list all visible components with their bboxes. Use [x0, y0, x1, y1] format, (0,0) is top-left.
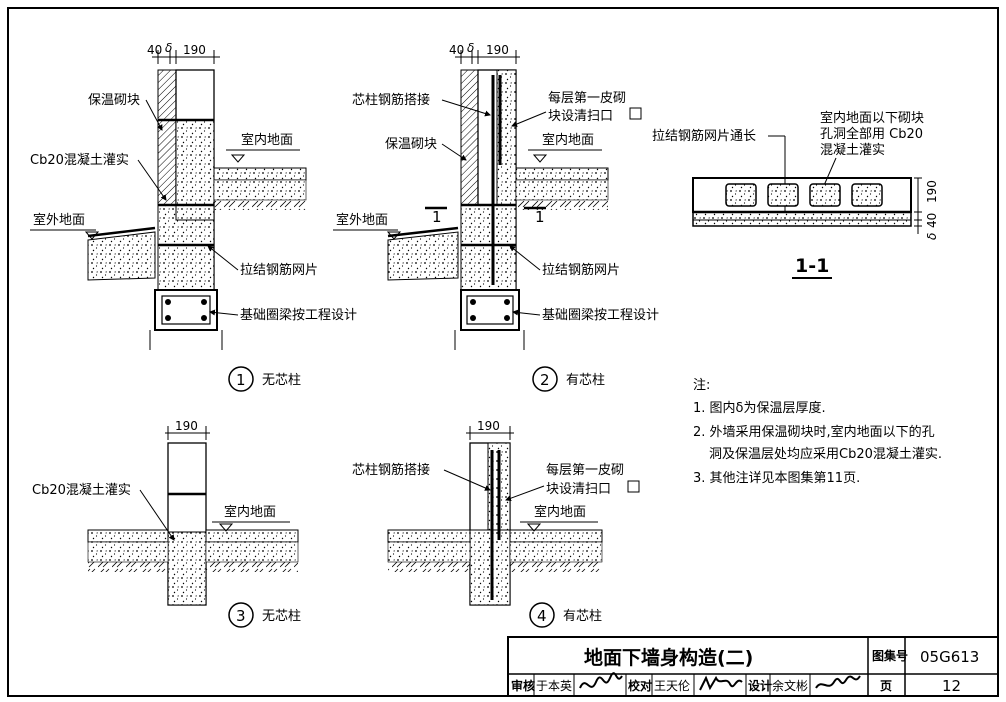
detail-1: 40 δ 190 保温砌块 Cb20混凝土灌实 室内地面 室外地面 — [30, 41, 357, 392]
label-below-floor-1: 室内地面以下砌块 — [820, 110, 924, 126]
checker-name: 王天伦 — [654, 678, 690, 693]
checker-signature — [699, 675, 743, 691]
label-cb20-fill: Cb20混凝土灌实 — [32, 482, 131, 498]
page-label: 页 — [880, 679, 892, 693]
label-cb20-fill: Cb20混凝土灌实 — [30, 152, 129, 168]
dim-190: 190 — [175, 419, 198, 433]
label-cleanout-2: 块设清扫口 — [546, 482, 611, 497]
label-foundation-beam: 基础圈梁按工程设计 — [542, 308, 659, 323]
page-number: 12 — [942, 677, 961, 695]
sheet-border — [7, 7, 999, 697]
dim-delta: δ — [165, 41, 172, 55]
atlas-number: 05G613 — [920, 648, 979, 666]
detail-3: 190 Cb20混凝土灌实 室内地面 3 无芯柱 — [32, 419, 301, 628]
label-below-floor-2: 孔洞全部用 Cb20 — [820, 126, 923, 142]
label-tie-mesh: 拉结钢筋网片 — [240, 262, 318, 278]
label-cleanout-1: 每层第一皮砌 — [546, 462, 624, 478]
title-block: 地面下墙身构造(二) 图集号 05G613 页 12 审核 于本英 校对 王天伦… — [507, 636, 999, 697]
detail-4-caption: 有芯柱 — [563, 609, 602, 624]
note-2b: 洞及保温层处均应采用Cb20混凝土灌实. — [709, 446, 942, 462]
reviewer-signature — [579, 672, 623, 689]
dim-190: 190 — [183, 43, 206, 57]
dim-40: 40 — [147, 43, 162, 57]
section-dim-190: 190 — [925, 180, 939, 203]
dim-40: 40 — [449, 43, 464, 57]
label-core-rebar-lap: 芯柱钢筋搭接 — [352, 92, 430, 108]
notes-heading: 注: — [693, 378, 710, 393]
detail-1-caption: 无芯柱 — [262, 373, 301, 388]
section-1-1: 拉结钢筋网片通长 室内地面以下砌块 孔洞全部用 Cb20 混凝土灌实 190 4… — [652, 110, 939, 279]
label-insulation-block: 保温砌块 — [88, 93, 140, 108]
note-3: 3. 其他注详见本图集第11页. — [693, 470, 860, 486]
label-insulation-block: 保温砌块 — [385, 137, 437, 152]
label-below-floor-3: 混凝土灌实 — [820, 142, 885, 158]
review-label: 审核 — [511, 678, 535, 693]
detail-1-number: 1 — [236, 371, 246, 389]
label-outdoor-ground: 室外地面 — [336, 212, 388, 228]
label-indoor-floor: 室内地面 — [534, 504, 586, 520]
dim-190: 190 — [477, 419, 500, 433]
design-label: 设计 — [748, 678, 772, 693]
detail-2-caption: 有芯柱 — [566, 373, 605, 388]
label-cleanout-1: 每层第一皮砌 — [548, 90, 626, 106]
label-indoor-floor: 室内地面 — [542, 132, 594, 148]
section-mark-left: 1 — [432, 208, 442, 226]
label-tie-mesh-through: 拉结钢筋网片通长 — [652, 128, 756, 144]
label-foundation-beam: 基础圈梁按工程设计 — [240, 308, 357, 323]
label-indoor-floor: 室内地面 — [241, 132, 293, 148]
atlas-label: 图集号 — [872, 648, 908, 663]
designer-signature — [815, 675, 861, 689]
notes: 注: 1. 图内δ为保温层厚度. 2. 外墙采用保温砌块时,室内地面以下的孔 洞… — [693, 378, 942, 486]
section-dim-40: 40 — [925, 213, 939, 228]
note-2a: 2. 外墙采用保温砌块时,室内地面以下的孔 — [693, 424, 935, 440]
section-mark-right: 1 — [535, 208, 545, 226]
dim-delta: δ — [467, 41, 474, 55]
label-indoor-floor: 室内地面 — [224, 504, 276, 520]
designer-name: 余文彬 — [772, 678, 808, 693]
label-tie-mesh: 拉结钢筋网片 — [542, 262, 620, 278]
check-label: 校对 — [628, 678, 652, 693]
section-title: 1-1 — [795, 255, 829, 277]
drawing-title: 地面下墙身构造(二) — [584, 646, 753, 669]
section-dim-delta: δ — [925, 233, 939, 240]
detail-2-number: 2 — [540, 371, 550, 389]
detail-3-caption: 无芯柱 — [262, 609, 301, 624]
detail-3-number: 3 — [236, 607, 246, 625]
detail-4: 190 芯柱钢筋搭接 每层第一皮砌 块设清扫口 室内地面 4 有芯柱 — [352, 419, 640, 628]
note-1: 1. 图内δ为保温层厚度. — [693, 400, 826, 416]
detail-4-number: 4 — [537, 607, 547, 625]
dim-190: 190 — [486, 43, 509, 57]
label-outdoor-ground: 室外地面 — [33, 212, 85, 228]
label-cleanout-2: 块设清扫口 — [548, 109, 613, 124]
label-core-rebar-lap: 芯柱钢筋搭接 — [352, 462, 430, 478]
reviewer-name: 于本英 — [536, 679, 572, 693]
detail-2: 40 δ 190 芯柱钢筋搭接 保温砌块 每层第一皮砌 块设清扫口 室内地面 室… — [333, 41, 659, 392]
